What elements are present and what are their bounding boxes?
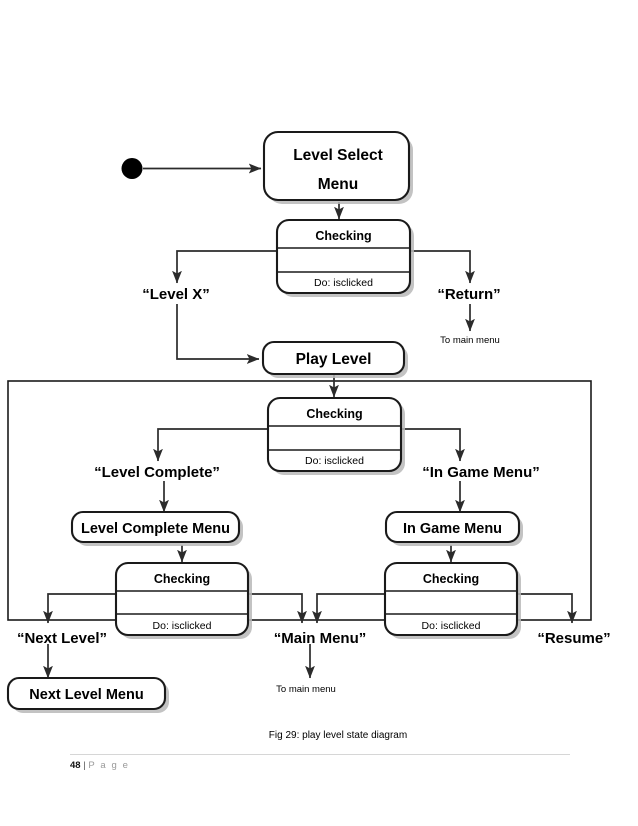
- state-next-level-menu[interactable]: Next Level Menu: [6, 676, 169, 713]
- state-checking-1[interactable]: Checking Do: isclicked: [275, 218, 414, 297]
- footer-page-word: P a g e: [88, 760, 130, 771]
- box: [383, 561, 519, 637]
- transition-label-resume: “Resume”: [537, 630, 610, 647]
- transition-label-return: “Return”: [437, 286, 500, 303]
- state-checking-2[interactable]: Checking Do: isclicked: [266, 396, 405, 475]
- state-title: Checking: [154, 572, 210, 586]
- state-label-line2: Menu: [318, 176, 358, 193]
- connector-checking1-to-level-x: [172, 250, 277, 284]
- connector-checking2-to-level-complete: [153, 428, 268, 462]
- transition-label-main-menu: “Main Menu”: [274, 630, 367, 647]
- state-checking-3[interactable]: Checking Do: isclicked: [114, 561, 252, 639]
- transition-label-in-game-menu: “In Game Menu”: [422, 464, 540, 481]
- state-label: Level Complete Menu: [81, 521, 230, 537]
- state-title: Checking: [315, 229, 371, 243]
- footer-page-number: 48: [70, 760, 81, 771]
- connector-level-x-to-play-level: [176, 304, 260, 364]
- connector-checking3-to-main-menu: [248, 593, 307, 624]
- page-footer: 48 | P a g e: [70, 754, 570, 771]
- note-to-main-menu-2: To main menu: [276, 684, 336, 695]
- state-level-select-menu[interactable]: Level Select Menu: [262, 130, 413, 204]
- box: [6, 676, 167, 711]
- state-level-complete-menu[interactable]: Level Complete Menu: [70, 510, 243, 546]
- transition-label-level-complete: “Level Complete”: [94, 464, 220, 481]
- state-label: Play Level: [296, 351, 372, 368]
- connectors: [43, 163, 577, 679]
- state-title: Checking: [306, 407, 362, 421]
- footer-text: 48 | P a g e: [70, 760, 570, 771]
- state-checking-4[interactable]: Checking Do: isclicked: [383, 561, 521, 639]
- connector-checking4-to-resume: [517, 593, 577, 624]
- transition-label-level-x: “Level X”: [142, 286, 210, 303]
- connector-checking3-to-next-level: [43, 593, 116, 624]
- box: [261, 340, 406, 376]
- footer-separator: |: [80, 760, 89, 771]
- state-in-game-menu[interactable]: In Game Menu: [384, 510, 523, 546]
- transition-label-next-level: “Next Level”: [17, 630, 107, 647]
- note-to-main-menu-1: To main menu: [440, 335, 500, 346]
- box: [266, 396, 403, 473]
- state-play-level[interactable]: Play Level: [261, 340, 408, 378]
- figure-caption: Fig 29: play level state diagram: [269, 730, 407, 741]
- state-title: Checking: [423, 572, 479, 586]
- box: [384, 510, 521, 544]
- initial-state-dot: [121, 158, 143, 179]
- state-label: In Game Menu: [403, 521, 502, 537]
- box: [262, 130, 411, 202]
- connector-checking1-to-return: [411, 250, 475, 284]
- state-activity: Do: isclicked: [305, 455, 364, 467]
- footer-divider: [70, 754, 570, 755]
- state-activity: Do: isclicked: [153, 620, 212, 632]
- state-label: Next Level Menu: [29, 687, 143, 703]
- state-activity: Do: isclicked: [314, 277, 373, 289]
- state-label-line1: Level Select: [293, 147, 383, 164]
- connector-checking4-to-main-menu: [312, 593, 385, 624]
- box: [70, 510, 241, 544]
- box: [275, 218, 412, 295]
- connector-checking2-to-ingame: [400, 428, 465, 462]
- state-activity: Do: isclicked: [422, 620, 481, 632]
- box: [114, 561, 250, 637]
